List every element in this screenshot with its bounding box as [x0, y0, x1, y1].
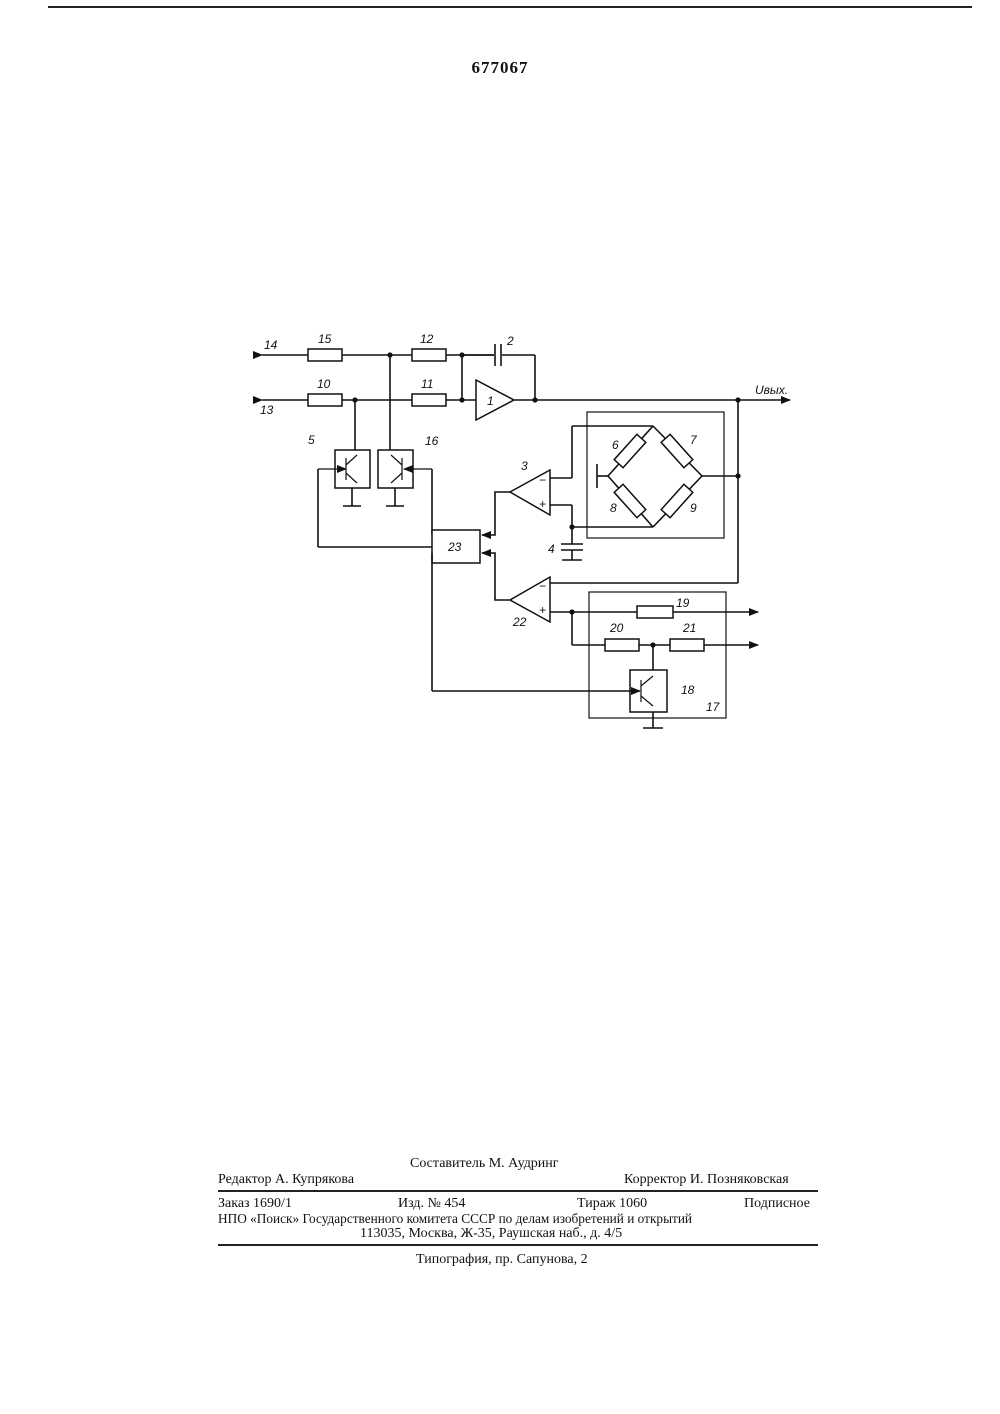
resistor-10 — [308, 394, 342, 406]
resistor-15 — [308, 349, 342, 361]
label-16: 16 — [425, 434, 439, 448]
resistor-8 — [614, 484, 646, 517]
edition-line: Изд. № 454 — [398, 1196, 465, 1212]
address-line: 113035, Москва, Ж-35, Раушская наб., д. … — [360, 1226, 622, 1242]
label-23: 23 — [447, 540, 462, 554]
label-3: 3 — [521, 459, 528, 473]
label-13: 13 — [260, 403, 274, 417]
label-output: Uвых. — [755, 383, 788, 397]
circulation-line: Тираж 1060 — [577, 1196, 647, 1212]
resistor-12 — [412, 349, 446, 361]
label-6: 6 — [612, 438, 619, 452]
circuit-diagram: 14 13 15 12 2 10 11 1 Uвых. 5 16 3 6 7 8… — [0, 0, 1000, 800]
label-17: 17 — [706, 700, 721, 714]
label-2: 2 — [506, 334, 514, 348]
amplifier-1 — [476, 380, 514, 420]
resistor-6 — [614, 434, 646, 467]
label-22-plus: + — [539, 603, 546, 617]
subscription-line: Подписное — [744, 1196, 810, 1212]
resistor-7 — [661, 434, 693, 467]
resistor-20 — [605, 639, 639, 651]
label-22-minus: − — [539, 579, 546, 593]
label-19: 19 — [676, 596, 690, 610]
order-line: Заказ 1690/1 — [218, 1196, 292, 1212]
label-11: 11 — [421, 377, 433, 391]
resistor-21 — [670, 639, 704, 651]
compiler-line: Составитель М. Аудринг — [410, 1156, 559, 1172]
label-9: 9 — [690, 501, 697, 515]
footer-rule-1 — [218, 1190, 818, 1192]
resistor-11 — [412, 394, 446, 406]
label-1: 1 — [487, 394, 494, 408]
label-14: 14 — [264, 338, 278, 352]
resistor-9 — [661, 484, 693, 517]
footer-rule-2 — [218, 1244, 818, 1246]
label-20: 20 — [609, 621, 624, 635]
label-4: 4 — [548, 542, 555, 556]
label-15: 15 — [318, 332, 332, 346]
label-18: 18 — [681, 683, 695, 697]
label-3-minus: − — [539, 473, 546, 487]
label-21: 21 — [682, 621, 696, 635]
bridge-block — [587, 412, 724, 538]
label-5: 5 — [308, 433, 315, 447]
printing-line: Типография, пр. Сапунова, 2 — [416, 1252, 588, 1268]
organization-line: НПО «Поиск» Государственного комитета СС… — [218, 1211, 692, 1227]
label-3-plus: + — [539, 497, 546, 511]
label-22: 22 — [512, 615, 527, 629]
label-12: 12 — [420, 332, 434, 346]
label-10: 10 — [317, 377, 331, 391]
corrector-line: Корректор И. Позняковская — [624, 1172, 789, 1188]
label-7: 7 — [690, 433, 698, 447]
label-8: 8 — [610, 501, 617, 515]
editor-line: Редактор А. Купрякова — [218, 1172, 354, 1188]
resistor-19 — [637, 606, 673, 618]
